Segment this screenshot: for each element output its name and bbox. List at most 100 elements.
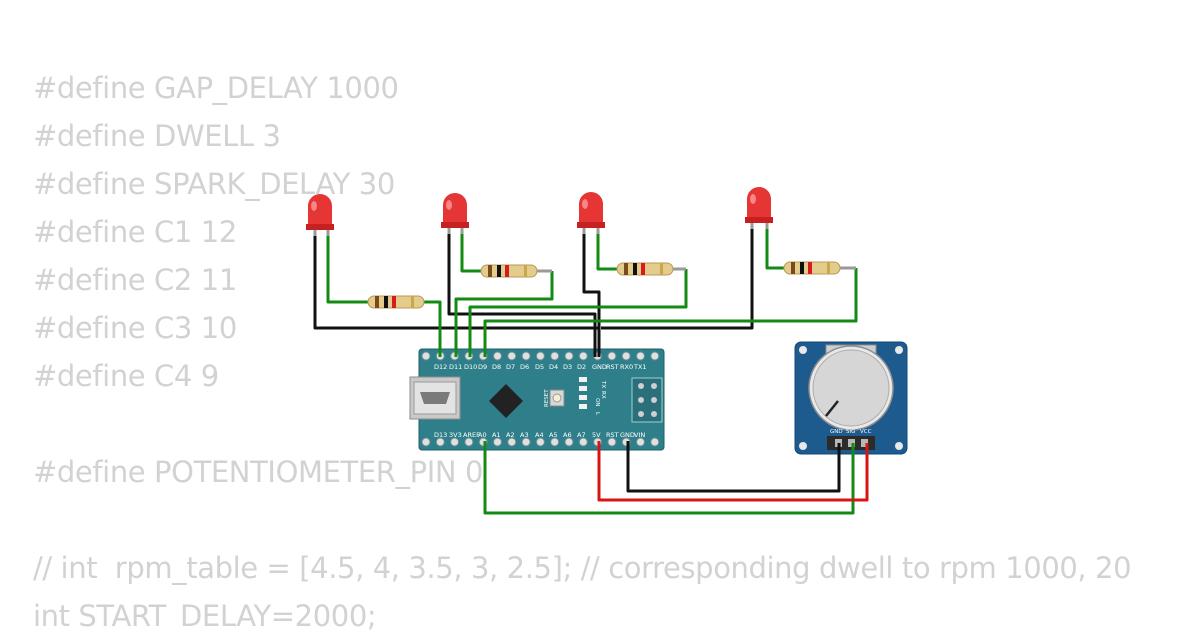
pin-label-top: D7 xyxy=(506,363,515,371)
code-line: int START_DELAY=2000; xyxy=(33,599,377,630)
code-line: #define C3 10 xyxy=(33,311,237,345)
resistor-to-d10-wire[interactable] xyxy=(468,269,688,357)
header-pin[interactable] xyxy=(435,437,445,447)
pin-label-top: D6 xyxy=(520,363,529,371)
led-2[interactable] xyxy=(441,193,469,234)
header-pin[interactable] xyxy=(421,351,431,361)
led-label-rx: RX xyxy=(600,391,606,399)
header-pin[interactable] xyxy=(521,437,531,447)
pin-label-bottom: A2 xyxy=(506,431,515,439)
reset-label: RESET xyxy=(544,389,550,407)
potentiometer-module[interactable]: GND SIG VCC xyxy=(794,341,908,455)
header-pin[interactable] xyxy=(650,351,660,361)
header-pin[interactable] xyxy=(607,437,617,447)
code-line: #define C1 12 xyxy=(33,215,237,249)
pin-label-bottom: A7 xyxy=(577,431,586,439)
header-pin[interactable] xyxy=(564,437,574,447)
pin-label-bottom: A0 xyxy=(478,431,487,439)
header-pin[interactable] xyxy=(507,437,517,447)
pin-label-bottom: A5 xyxy=(549,431,558,439)
code-line: #define GAP_DELAY 1000 xyxy=(33,71,399,105)
led-1[interactable] xyxy=(306,194,334,236)
code-line: #define C4 9 xyxy=(33,359,219,393)
pot-gnd-wire[interactable] xyxy=(626,441,841,493)
pin-label-top: D9 xyxy=(478,363,487,371)
header-pin[interactable] xyxy=(607,351,617,361)
header-pin[interactable] xyxy=(535,437,545,447)
icsp-header xyxy=(631,377,663,423)
wires xyxy=(313,226,869,515)
header-pin[interactable] xyxy=(578,351,588,361)
resistor-2[interactable] xyxy=(480,264,552,278)
resistor-1[interactable] xyxy=(367,295,425,309)
status-leds xyxy=(579,377,587,409)
pot-pin-sig: SIG xyxy=(846,429,855,435)
pin-label-top: D10 xyxy=(464,363,477,371)
pot-vcc-wire[interactable] xyxy=(597,441,869,502)
pin-label-bottom: RST xyxy=(606,431,619,439)
pin-label-top: D3 xyxy=(563,363,572,371)
led-to-resistor-wire[interactable] xyxy=(460,231,481,273)
ground-wire[interactable] xyxy=(582,231,601,330)
pin-label-top: D11 xyxy=(449,363,462,371)
header-pin[interactable] xyxy=(521,351,531,361)
resistor-to-d12-wire[interactable] xyxy=(424,300,442,357)
header-pin[interactable] xyxy=(621,351,631,361)
ground-wire[interactable] xyxy=(447,231,597,357)
resistor-to-d11-wire[interactable] xyxy=(454,271,554,357)
header-pin[interactable] xyxy=(535,351,545,361)
microcontroller-chip xyxy=(489,384,523,418)
code-line: #define DWELL 3 xyxy=(33,119,281,153)
header-pin[interactable] xyxy=(650,437,660,447)
led-label-l: L xyxy=(594,412,600,416)
pin-label-top: D2 xyxy=(577,363,586,371)
usb-connector xyxy=(409,376,461,420)
pin-label-top: D8 xyxy=(492,363,501,371)
pin-label-top: RST xyxy=(606,363,619,371)
led-4[interactable] xyxy=(745,187,773,229)
header-pin[interactable] xyxy=(564,351,574,361)
header-pin[interactable] xyxy=(550,351,560,361)
ground-wire[interactable] xyxy=(601,226,754,330)
pot-pin-gnd: GND xyxy=(830,429,843,435)
led-to-resistor-wire[interactable] xyxy=(596,231,617,271)
header-pin[interactable] xyxy=(450,437,460,447)
pin-label-bottom: A4 xyxy=(535,431,544,439)
code-line: #define C2 11 xyxy=(33,263,237,297)
pin-label-top: D12 xyxy=(434,363,447,371)
header-pin[interactable] xyxy=(421,437,431,447)
pot-sig-wire[interactable] xyxy=(483,441,855,515)
resistor-4[interactable] xyxy=(783,261,856,275)
pin-label-top: D5 xyxy=(535,363,544,371)
pin-label-bottom: A3 xyxy=(520,431,529,439)
resistor-3[interactable] xyxy=(616,262,686,276)
knob-indicator xyxy=(825,400,839,417)
led-to-resistor-wire[interactable] xyxy=(765,226,784,270)
reset-button[interactable] xyxy=(549,389,565,407)
header-pin[interactable] xyxy=(550,437,560,447)
header-pin[interactable] xyxy=(493,351,502,361)
header-pin[interactable] xyxy=(464,437,474,447)
header-pin[interactable] xyxy=(493,437,502,447)
led-3[interactable] xyxy=(577,192,605,234)
pin-label-bottom: AREF xyxy=(463,431,480,439)
code-line: #define POTENTIOMETER_PIN 0 xyxy=(33,455,484,489)
resistor-to-d9-wire[interactable] xyxy=(483,268,858,357)
pin-label-bottom: A6 xyxy=(563,431,572,439)
header-pin[interactable] xyxy=(636,437,645,447)
pot-pin-vcc: VCC xyxy=(860,429,872,435)
header-pin[interactable] xyxy=(636,351,645,361)
pin-label-top: D4 xyxy=(549,363,558,371)
led-label-tx: TX xyxy=(600,380,606,388)
led-to-resistor-wire[interactable] xyxy=(326,233,368,304)
header-pin[interactable] xyxy=(507,351,517,361)
header-pin[interactable] xyxy=(578,437,588,447)
potentiometer-knob[interactable] xyxy=(812,349,890,427)
pin-label-bottom: GND xyxy=(620,431,635,439)
pin-label-bottom: VIN xyxy=(634,431,645,439)
led-label-on: ON xyxy=(594,398,600,406)
